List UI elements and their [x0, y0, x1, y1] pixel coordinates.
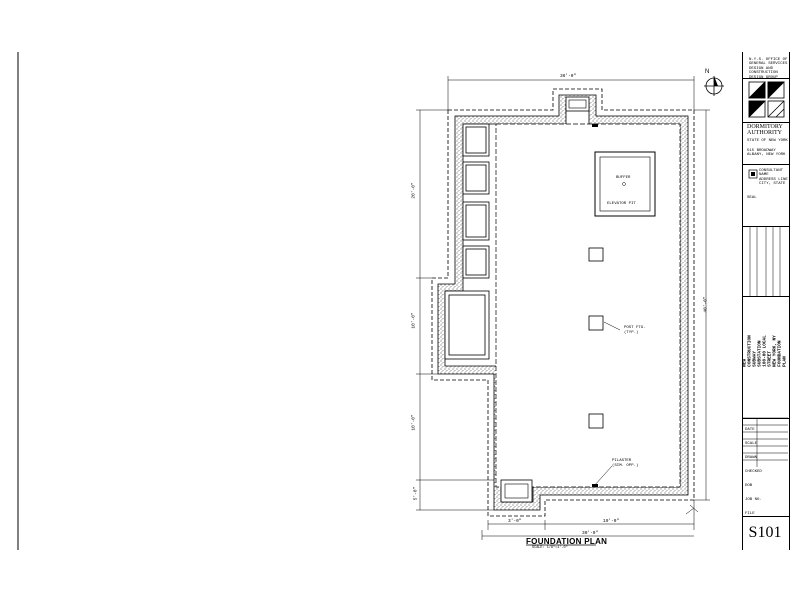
info-row: DATE [745, 428, 755, 432]
plan-scale: SCALE: 1/8"=1'-0" [532, 546, 568, 550]
dimension-lines [416, 76, 710, 540]
authority-sub: STATE OF NEW YORK [747, 139, 788, 143]
authority-address: 515 BROADWAY ALBANY, NEW YORK [747, 149, 786, 158]
dim-left-1: 20'-0" [411, 182, 417, 199]
top-pocket [565, 96, 590, 112]
dim-left-4: 5'-0" [413, 486, 419, 501]
dim-top: 36'-0" [560, 74, 577, 79]
stamp-label: SEAL [747, 196, 757, 200]
sheet-number: S101 [748, 524, 782, 541]
info-row: SCALE [745, 442, 758, 446]
dim-bottom-right: 19'-0" [603, 519, 620, 524]
dim-left-2: 10'-0" [411, 312, 417, 329]
post-ftg-label: POST FTG. (TYP.) [624, 326, 646, 335]
plan-title: FOUNDATION PLAN [526, 537, 608, 546]
revision-grid [749, 226, 781, 296]
info-row: CHECKED [745, 470, 762, 474]
info-row: JOB NO. [745, 498, 762, 502]
dim-bottom-total: 30'-0" [582, 531, 599, 536]
agency-text: N.Y.S. OFFICE OF GENERAL SERVICES DESIGN… [749, 58, 788, 80]
consultant-text: CONSULTANT NAME ADDRESS LINE CITY, STATE [759, 169, 788, 187]
info-row: FILE [745, 512, 755, 516]
elevator-pit-label: ELEVATOR PIT [607, 202, 636, 206]
buffer-label: BUFFER [616, 176, 631, 180]
left-cells [444, 123, 490, 360]
north-arrow-icon [704, 76, 724, 96]
info-labels: DATE SCALE DRAWN CHECKED DOB JOB NO. FIL… [745, 420, 762, 525]
authority-logo-icon [748, 81, 785, 118]
elevator-pit [594, 151, 656, 217]
buffer-symbol [622, 182, 626, 186]
post-footings [588, 247, 604, 429]
pilaster-marks [592, 124, 598, 487]
info-row: DRAWN [745, 456, 758, 460]
north-label: N [705, 69, 710, 75]
dim-bottom-left: 3'-0" [508, 519, 522, 524]
bottom-pocket [500, 479, 533, 503]
dim-right: 40'-0" [703, 296, 709, 313]
authority-name: DORMITORY AUTHORITY [747, 124, 783, 137]
foundation-outline [431, 88, 695, 517]
dim-left-3: 10'-0" [411, 414, 417, 431]
info-row: DOB [745, 484, 753, 488]
project-title: NEW CONSTRUCTION SUBWAY SUBSTATION 100-0… [742, 335, 788, 367]
title-block: N.Y.S. OFFICE OF GENERAL SERVICES DESIGN… [742, 52, 790, 550]
pilaster-label: PILASTER (SIM. OPP.) [612, 459, 639, 468]
